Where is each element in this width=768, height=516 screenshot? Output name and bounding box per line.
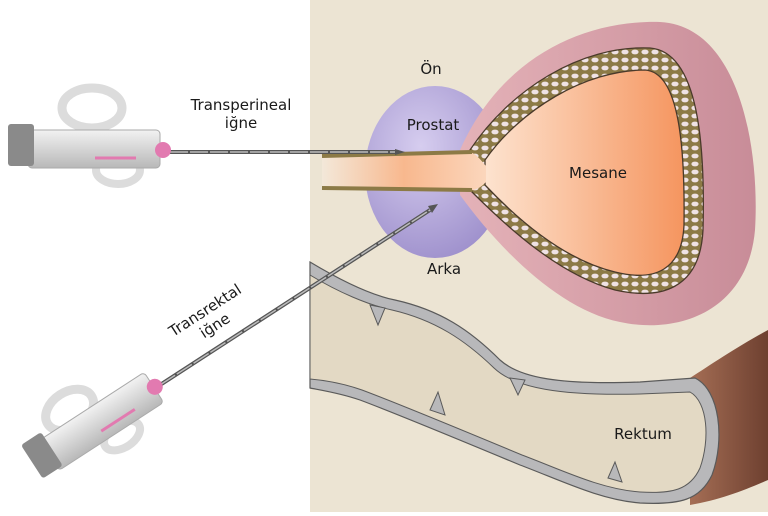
label-rectum: Rektum [614, 425, 672, 443]
transrektal-device [22, 204, 438, 478]
rectum-lumen [309, 274, 707, 493]
urethra [322, 152, 486, 190]
label-transperineal-needle: Transperineal iğne [176, 96, 306, 132]
label-anterior: Ön [420, 60, 442, 78]
label-prostate: Prostat [406, 116, 460, 134]
transperineal-device [8, 83, 405, 188]
label-transperineal-line2: iğne [224, 114, 258, 132]
label-transperineal-line1: Transperineal [190, 96, 292, 114]
rectum [309, 260, 768, 505]
bladder [460, 21, 756, 326]
label-posterior: Arka [426, 260, 462, 278]
label-bladder: Mesane [569, 164, 627, 182]
bladder-lumen [484, 69, 685, 276]
